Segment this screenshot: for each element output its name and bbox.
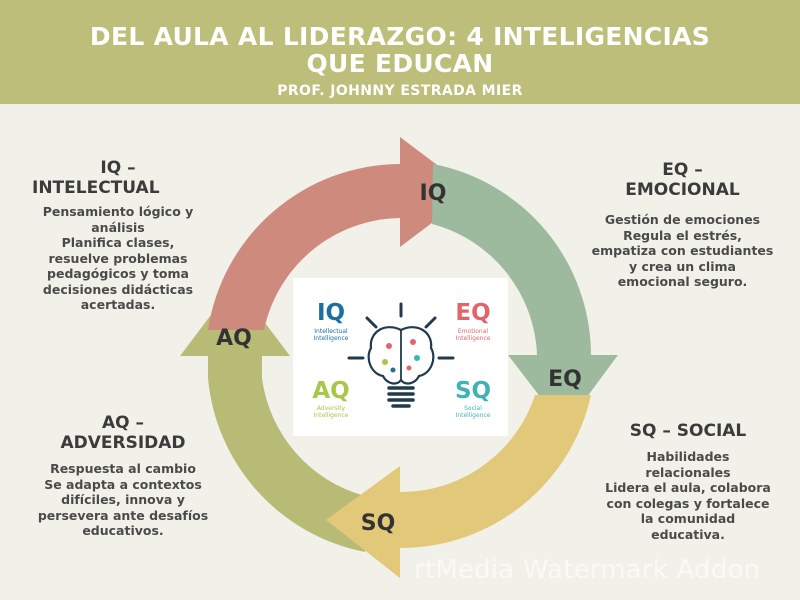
- iq-line: análisis: [91, 219, 145, 235]
- aq-line: Respuesta al cambio: [50, 461, 196, 476]
- iq-heading: IQ – INTELECTUAL: [12, 158, 224, 198]
- eq-heading: EQ – EMOCIONAL: [580, 160, 785, 200]
- aq-heading-line1: AQ –: [101, 413, 145, 433]
- sq-arrow-label: SQ: [361, 511, 396, 536]
- sq-caption-line2: Intelligence: [455, 412, 491, 419]
- sq-line: relacionales: [645, 464, 731, 480]
- aq-arrow: [180, 283, 365, 552]
- aq-line: difíciles, innova y: [61, 492, 185, 507]
- eq-caption-line2: Intelligence: [455, 335, 491, 342]
- iq-description: Pensamiento lógico y análisis Planifica …: [12, 204, 224, 313]
- section-sq: SQ – SOCIAL Habilidades relacionales Lid…: [588, 421, 788, 542]
- eq-arrow-label: EQ: [548, 367, 582, 392]
- aq-line: Se adapta a contextos: [44, 476, 202, 492]
- eq-line: empatiza con estudiantes: [591, 243, 774, 258]
- iq-caption: Intellectual Intelligence: [303, 328, 359, 342]
- iq-line: Pensamiento lógico y: [42, 204, 194, 219]
- sq-heading: SQ – SOCIAL: [629, 421, 747, 441]
- iq-line: acertadas.: [80, 297, 156, 312]
- sq-description: Habilidades relacionales Lidera el aula,…: [588, 449, 788, 542]
- aq-code: AQ: [312, 378, 350, 404]
- aq-description: Respuesta al cambio Se adapta a contexto…: [22, 461, 224, 539]
- page-title: DEL AULA AL LIDERAZGO: 4 INTELIGENCIAS Q…: [0, 23, 800, 77]
- sq-arrow: [326, 395, 591, 578]
- aq-line: persevera ante desafíos: [37, 507, 209, 523]
- aq-caption-line2: Intelligence: [313, 412, 349, 419]
- iq-line: Planifica clases,: [61, 235, 175, 250]
- aq-line: educativos.: [82, 523, 164, 538]
- eq-description: Gestión de emociones Regula el estrés, e…: [580, 212, 785, 290]
- section-aq: AQ – ADVERSIDAD Respuesta al cambio Se a…: [22, 413, 224, 539]
- eq-caption: Emotional Intelligence: [445, 328, 501, 342]
- sq-code: SQ: [454, 378, 492, 404]
- sq-line: Habilidades: [646, 449, 730, 464]
- eq-line: Regula el estrés,: [623, 227, 742, 243]
- eq-caption-line1: Emotional: [457, 328, 489, 335]
- eq-line: y crea un clima: [629, 258, 736, 274]
- aq-arrow-label: AQ: [216, 326, 252, 351]
- aq-caption: Adversity Intelligence: [303, 405, 359, 419]
- author-name: PROF. JOHNNY ESTRADA MIER: [277, 83, 523, 99]
- iq-line: decisiones didácticas: [42, 281, 194, 297]
- iq-heading-line2: INTELECTUAL: [32, 178, 160, 198]
- aq-heading: AQ – ADVERSIDAD: [22, 413, 224, 453]
- iq-code: IQ: [316, 300, 346, 326]
- sq-caption: Social Intelligence: [445, 405, 501, 419]
- title-line-2: QUE EDUCAN: [306, 49, 494, 78]
- eq-heading-line1: EQ –: [662, 160, 703, 180]
- section-iq: IQ – INTELECTUAL Pensamiento lógico y an…: [12, 158, 224, 313]
- iq-line: resuelve problemas: [48, 250, 188, 266]
- header-banner: DEL AULA AL LIDERAZGO: 4 INTELIGENCIAS Q…: [0, 0, 800, 104]
- title-line-1: DEL AULA AL LIDERAZGO: 4 INTELIGENCIAS: [89, 22, 711, 51]
- iq-heading-line1: IQ –: [100, 158, 136, 178]
- iq-arrow-label: IQ: [420, 181, 447, 206]
- aq-caption-line1: Adversity: [316, 405, 346, 412]
- brain-lightbulb-icon: [347, 302, 455, 408]
- eq-heading-line2: EMOCIONAL: [625, 180, 740, 200]
- aq-heading-line2: ADVERSIDAD: [60, 433, 186, 453]
- iq-caption-line2: Intelligence: [313, 335, 349, 342]
- iq-arrow: [208, 137, 473, 330]
- sq-caption-line1: Social: [464, 405, 482, 412]
- sq-line: con colegas y fortalece: [606, 495, 770, 511]
- sq-line: educativa.: [651, 526, 725, 542]
- section-eq: EQ – EMOCIONAL Gestión de emociones Regu…: [580, 160, 785, 290]
- eq-line: Gestión de emociones: [604, 212, 761, 227]
- iq-line: pedagógicos y toma: [47, 266, 189, 281]
- sq-line: la comunidad: [640, 511, 736, 526]
- iq-caption-line1: Intellectual: [314, 328, 348, 335]
- intelligences-image: IQ Intellectual Intelligence EQ Emotiona…: [293, 278, 508, 436]
- sq-line: Lidera el aula, colabora: [605, 480, 771, 495]
- eq-code: EQ: [455, 300, 491, 326]
- eq-arrow: [432, 164, 618, 428]
- watermark: rtMedia Watermark Addon: [414, 555, 761, 585]
- eq-line: emocional seguro.: [617, 274, 748, 289]
